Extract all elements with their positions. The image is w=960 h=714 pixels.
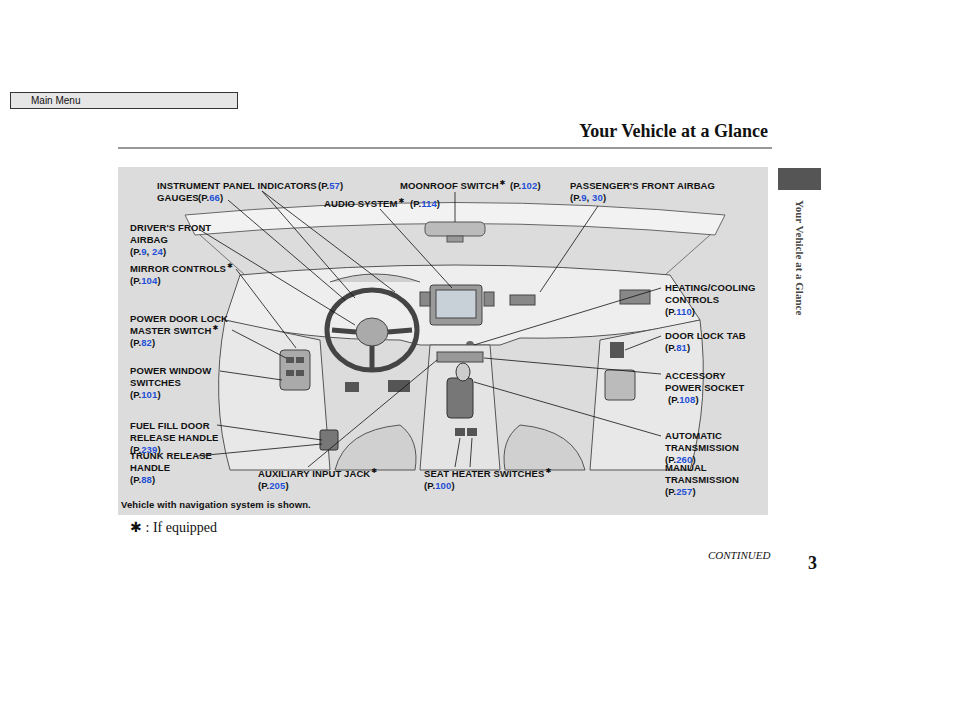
page-reference: (P.88) xyxy=(130,474,155,486)
continued-note: CONTINUED xyxy=(708,549,770,561)
page-reference: (P.110) xyxy=(665,306,695,318)
page-reference: (P.82) xyxy=(130,337,155,349)
section-tab-label: Your Vehicle at a Glance xyxy=(794,200,806,315)
page-reference: (P.114) xyxy=(410,198,440,210)
page-reference: (P.257) xyxy=(665,486,696,498)
callout-label: SEAT HEATER SWITCHES✱ xyxy=(424,468,551,481)
callout-label: HEATING/COOLING CONTROLS xyxy=(665,282,765,306)
callout-label: POWER DOOR LOCK MASTER SWITCH✱ xyxy=(130,313,230,338)
page-reference: (P.9, 24) xyxy=(130,246,166,258)
callout-label: AUTOMATIC TRANSMISSION xyxy=(665,430,755,454)
page-reference: (P.104) xyxy=(130,275,161,287)
callout-label: FUEL FILL DOOR RELEASE HANDLE xyxy=(130,420,226,444)
page-reference: (P.66) xyxy=(198,192,223,204)
callout-label: AUDIO SYSTEM✱ xyxy=(324,198,404,211)
callout-label: TRUNK RELEASE HANDLE xyxy=(130,450,218,474)
callout-label: INSTRUMENT PANEL INDICATORS xyxy=(157,180,317,192)
page-reference: (P.102) xyxy=(510,180,541,192)
page-title: Your Vehicle at a Glance xyxy=(579,121,768,142)
callout-label: AUXILIARY INPUT JACK✱ xyxy=(258,468,377,481)
footnote: ✱ : If equipped xyxy=(130,519,217,536)
callout-label: DRIVER'S FRONT AIRBAG xyxy=(130,222,212,246)
page-reference: (P.81) xyxy=(665,342,690,354)
menu-button: Main Menu xyxy=(10,92,238,109)
page-reference: (P.9, 30) xyxy=(570,192,606,204)
callout-label: GAUGES xyxy=(157,192,199,204)
page-reference: (P.108) xyxy=(668,394,699,406)
page-reference: (P.100) xyxy=(424,480,455,492)
callout-label: ACCESSORY POWER SOCKET xyxy=(665,370,755,394)
page-reference: (P.57) xyxy=(318,180,343,192)
page-reference: (P.101) xyxy=(130,389,161,401)
page-reference: (P.205) xyxy=(258,480,289,492)
callout-label: MIRROR CONTROLS✱ xyxy=(130,263,233,276)
callout-label: DOOR LOCK TAB xyxy=(665,330,746,342)
figure-caption: Vehicle with navigation system is shown. xyxy=(121,499,311,511)
page-number: 3 xyxy=(808,553,817,574)
callout-label: PASSENGER'S FRONT AIRBAG xyxy=(570,180,715,192)
callout-label: MANUAL TRANSMISSION xyxy=(665,462,755,486)
callout-label: POWER WINDOW SWITCHES xyxy=(130,365,218,389)
button-label: Main Menu xyxy=(31,95,80,106)
callout-label: MOONROOF SWITCH✱ xyxy=(400,180,506,193)
